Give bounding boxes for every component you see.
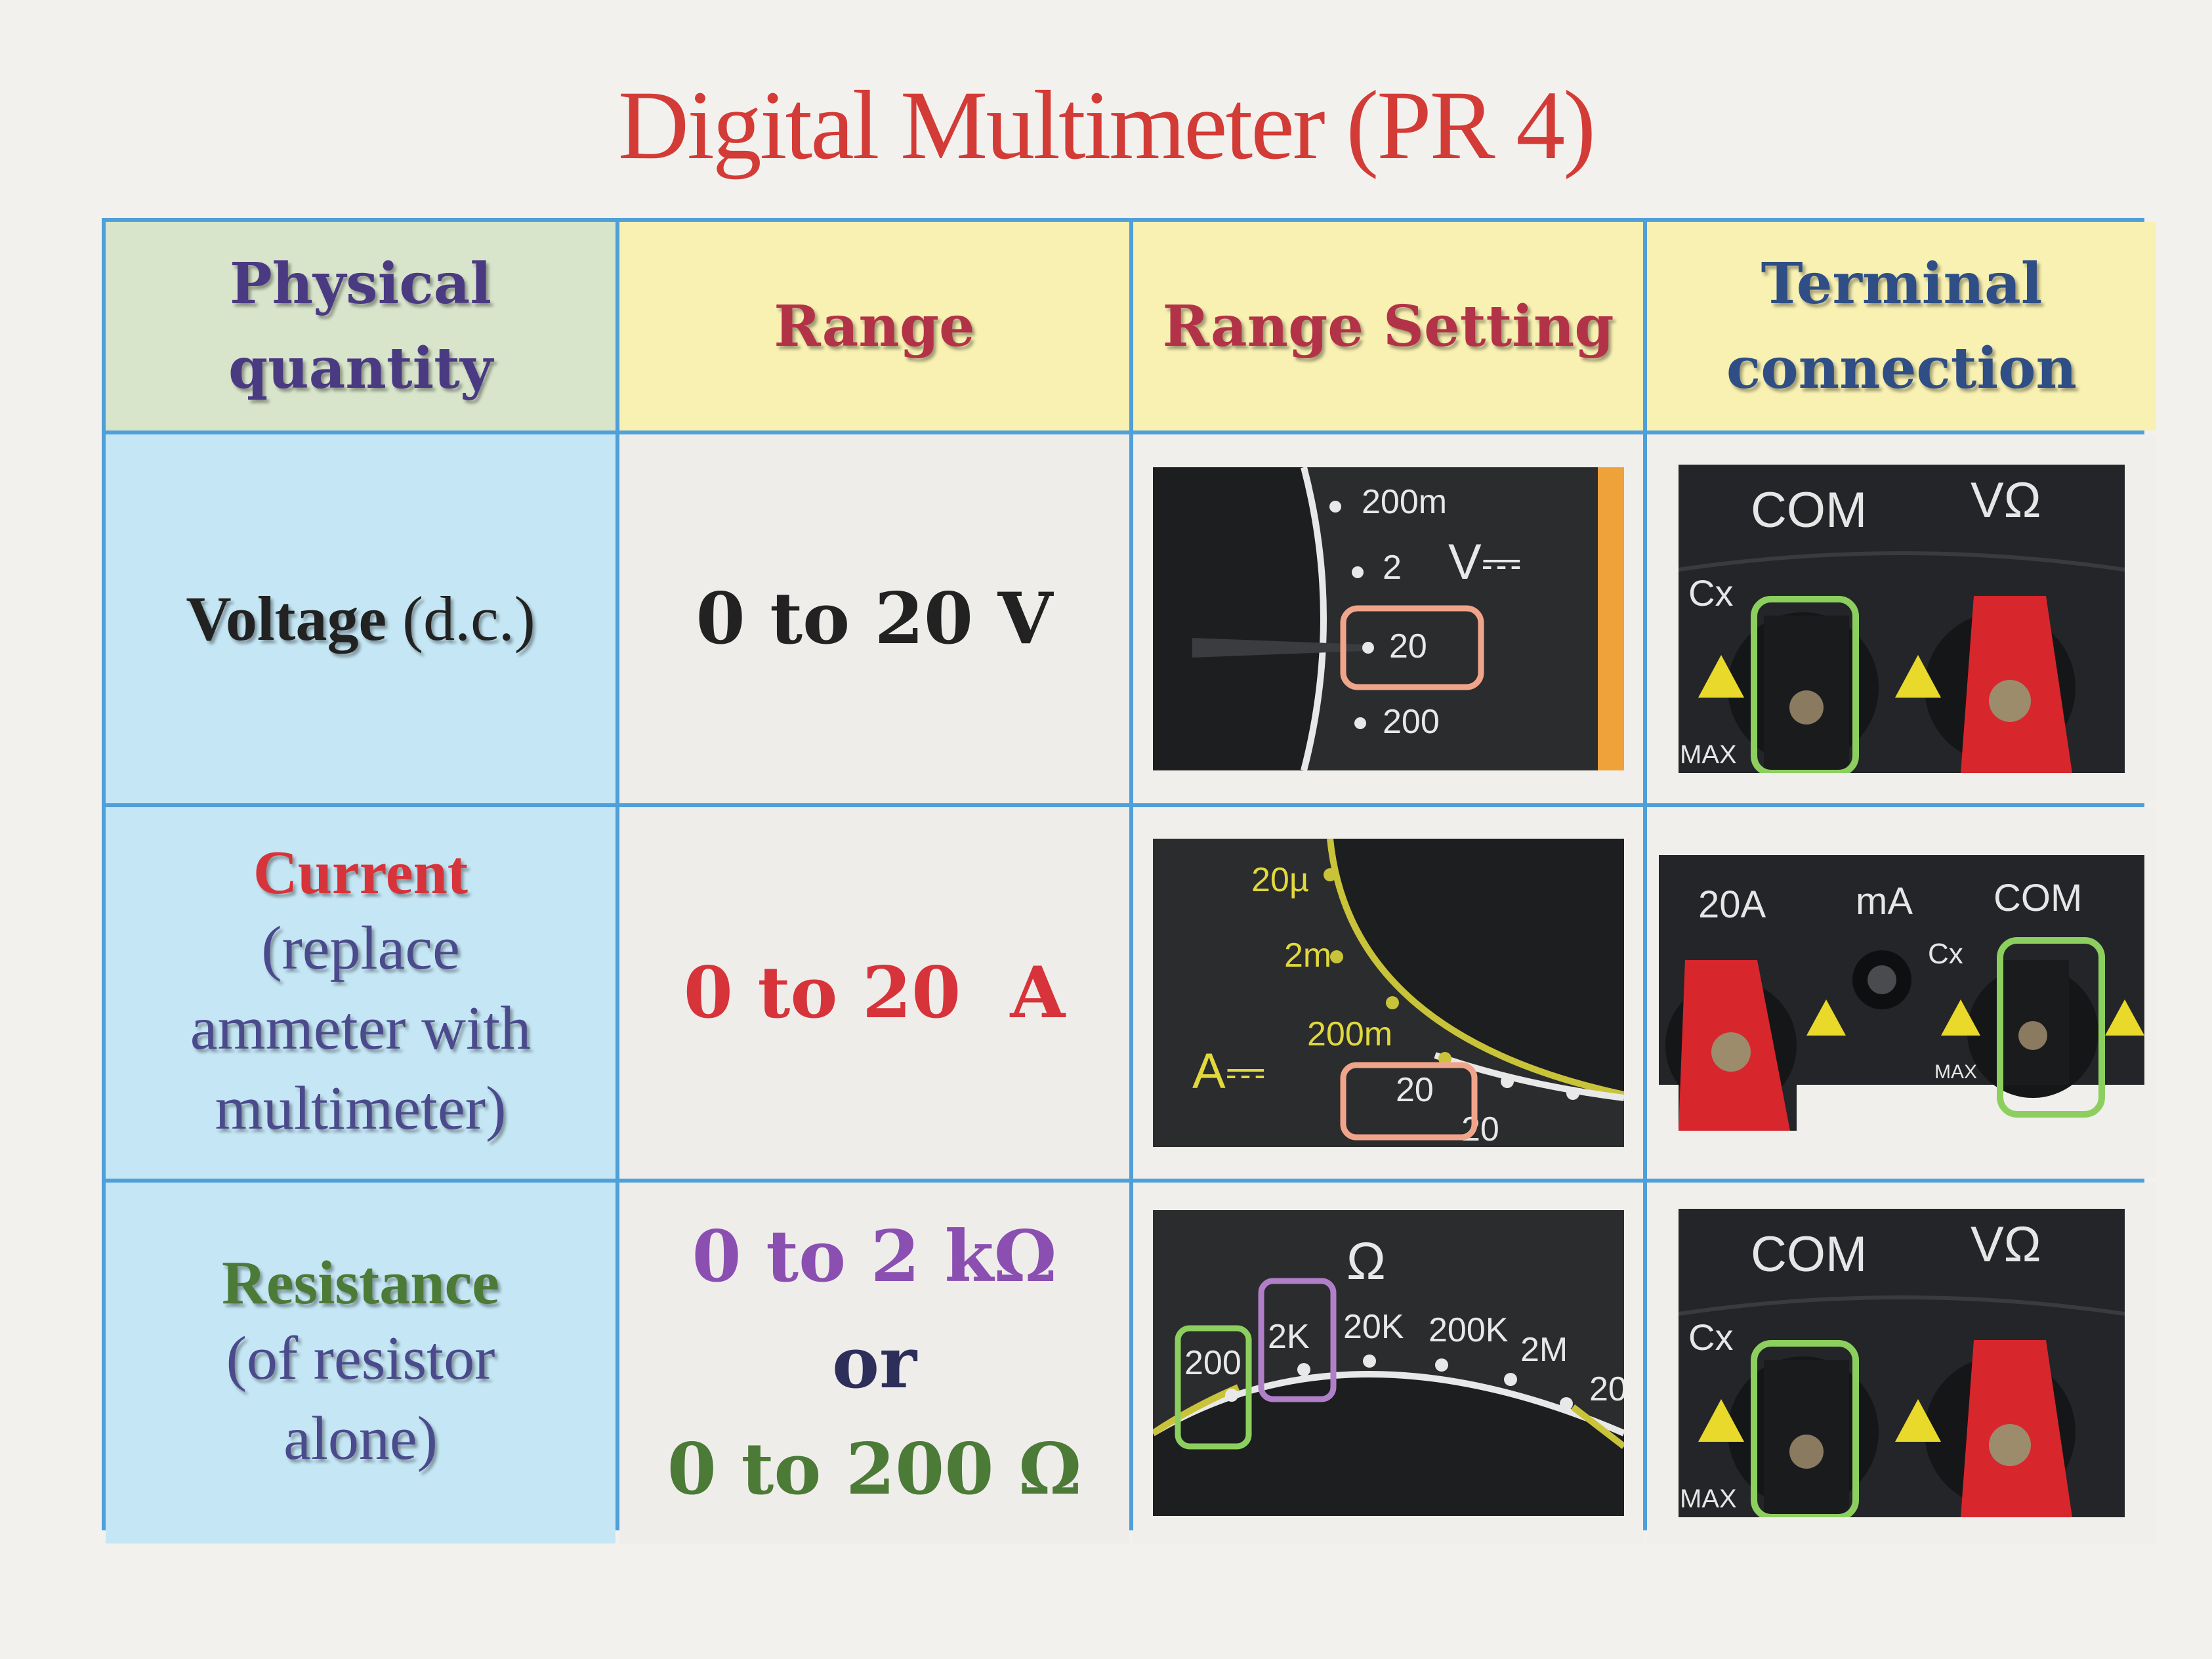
terminal-label: VΩ: [1971, 472, 2041, 528]
dial-label: 200m: [1362, 483, 1447, 521]
terminal-resistance-image: COM VΩ Cx MAX: [1679, 1209, 2125, 1517]
quantity-voltage: Voltage (d.c.): [106, 434, 616, 803]
terminal-highlight: [1997, 937, 2105, 1118]
quantity-sub: ammeter with: [190, 994, 532, 1062]
quantity-sub: (of resistor: [226, 1324, 495, 1393]
range-highlight: [1340, 1062, 1477, 1141]
range-highlight: [1340, 605, 1484, 690]
terminal-current-image: 20A mA COM Cx MAX: [1659, 855, 2144, 1131]
terminal-label: COM: [1751, 482, 1867, 538]
range-highlight-2k: [1258, 1278, 1336, 1402]
terminal-voltage-image: COM VΩ Cx MAX: [1679, 465, 2125, 773]
header-terminal-connection: Terminal connection: [1647, 222, 2156, 430]
dial-label: 200K: [1429, 1311, 1509, 1349]
page-title: Digital Multimeter (PR 4): [617, 71, 1596, 180]
dial-label: 20: [1461, 1110, 1499, 1147]
dial-label: 2K: [1268, 1318, 1310, 1356]
multimeter-table: Physical quantity Range Range Setting Te…: [102, 218, 2156, 1544]
dial-label: 2: [1383, 549, 1402, 587]
range-value: 0 to 20 A: [683, 952, 1066, 1034]
terminal-highlight: [1751, 1340, 1859, 1517]
terminal-label: VΩ: [1971, 1217, 2041, 1272]
terminal-label: 20A: [1698, 883, 1766, 926]
header-physical-quantity: Physical quantity: [106, 222, 616, 430]
quantity-sub: (d.c.): [402, 583, 535, 654]
header-range: Range: [619, 222, 1129, 430]
terminal-label: COM: [1751, 1227, 1867, 1282]
range-setting-resistance: Ω 200 2K 20K 200K 2M 20: [1133, 1183, 1643, 1544]
terminal-label: COM: [1993, 877, 2082, 919]
range-setting-current: 20µ 2m 200m A⎓ 20 20: [1133, 807, 1643, 1179]
terminal-label: mA: [1856, 880, 1913, 923]
dial-label: 2m: [1284, 936, 1331, 975]
terminal-label: MAX: [1680, 1484, 1737, 1513]
terminal-label: MAX: [1934, 1061, 1977, 1083]
dial-label: 20K: [1343, 1308, 1404, 1346]
header-label: Range: [774, 293, 975, 360]
dial-current-image: 20µ 2m 200m A⎓ 20 20: [1152, 839, 1624, 1147]
terminal-label: Cx: [1928, 938, 1963, 970]
quantity-main: Voltage: [186, 583, 387, 654]
quantity-main: Resistance: [222, 1248, 499, 1317]
header-label: Physical: [229, 251, 491, 317]
header-label: quantity: [228, 335, 493, 402]
dial-label: A⎓: [1192, 1043, 1265, 1099]
terminal-highlight: [1751, 596, 1859, 773]
dial-label: 200m: [1307, 1015, 1392, 1053]
header-label: Range Setting: [1162, 293, 1614, 360]
dial-label: 20: [1589, 1370, 1624, 1408]
header-label: connection: [1726, 335, 2077, 402]
dial-label: 2M: [1520, 1331, 1568, 1369]
dial-label: V⎓: [1448, 534, 1521, 590]
dial-voltage-image: 200m 2 V⎓ 20 200: [1152, 467, 1624, 770]
range-current: 0 to 20 A: [619, 807, 1129, 1179]
dial-label: Ω: [1346, 1232, 1386, 1290]
dial-label: 20: [1396, 1071, 1434, 1109]
quantity-resistance: Resistance (of resistor alone): [106, 1183, 616, 1544]
range-resistance: 0 to 2 kΩ or 0 to 200 Ω: [619, 1183, 1129, 1544]
header-range-setting: Range Setting: [1133, 222, 1643, 430]
terminal-label: MAX: [1680, 740, 1737, 769]
dial-label: 200: [1184, 1344, 1242, 1382]
range-value-b: 0 to 200 Ω: [667, 1428, 1082, 1511]
quantity-sub: alone): [283, 1404, 438, 1473]
range-value: 0 to 20 V: [696, 578, 1053, 660]
range-highlight-200: [1175, 1325, 1251, 1450]
header-label: Terminal: [1761, 251, 2043, 317]
terminal-voltage: COM VΩ Cx MAX: [1647, 434, 2156, 803]
dial-label: 200: [1383, 703, 1440, 741]
range-voltage: 0 to 20 V: [619, 434, 1129, 803]
range-value-a: 0 to 2 kΩ: [692, 1215, 1057, 1298]
terminal-label: Cx: [1688, 572, 1733, 614]
quantity-current: Current (replace ammeter with multimeter…: [106, 807, 616, 1179]
range-setting-voltage: 200m 2 V⎓ 20 200: [1133, 434, 1643, 803]
quantity-sub: multimeter): [215, 1074, 507, 1143]
dial-label: 20: [1389, 627, 1427, 665]
terminal-current: 20A mA COM Cx MAX: [1647, 807, 2156, 1179]
dial-resistance-image: Ω 200 2K 20K 200K 2M 20: [1152, 1210, 1624, 1516]
terminal-label: Cx: [1688, 1316, 1733, 1358]
range-or: or: [832, 1322, 917, 1404]
quantity-main: Current: [253, 838, 469, 907]
terminal-resistance: COM VΩ Cx MAX: [1647, 1183, 2156, 1544]
dial-label: 20µ: [1251, 861, 1309, 899]
quantity-sub: (replace: [261, 914, 460, 982]
